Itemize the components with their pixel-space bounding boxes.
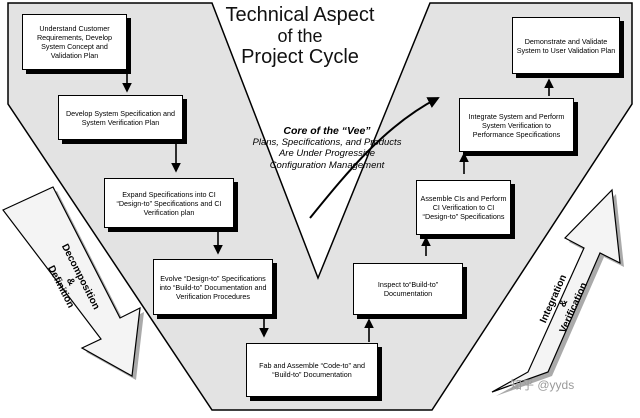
title-line-3: Project Cycle bbox=[241, 46, 359, 68]
integration-label-2: & bbox=[557, 298, 570, 309]
process-box-evolve-specifications: Evolve “Design-to” Specifications into “… bbox=[153, 259, 273, 315]
core-body: Plans, Specifications, and Products Are … bbox=[252, 137, 402, 171]
process-box-expand-specifications: Expand Specifications into CI “Design-to… bbox=[104, 178, 234, 228]
decomposition-label-2: & bbox=[64, 276, 77, 287]
title-line-2: of the bbox=[277, 26, 323, 46]
core-of-vee: Core of the “Vee” Plans, Specifications,… bbox=[252, 125, 402, 171]
core-title: Core of the “Vee” bbox=[283, 125, 371, 137]
process-box-fab-assemble: Fab and Assemble “Code-to” and “Build-to… bbox=[246, 343, 378, 397]
watermark: 知乎 @yyds bbox=[510, 378, 575, 392]
process-box-understand-requirements: Understand Customer Requirements, Develo… bbox=[22, 14, 127, 70]
process-box-integrate-system: Integrate System and Perform System Veri… bbox=[459, 98, 574, 152]
decomposition-arrow: Decomposition & Definition bbox=[2, 186, 144, 380]
process-box-demonstrate-validate: Demonstrate and Validate System to User … bbox=[512, 17, 620, 74]
process-box-inspect: Inspect to“Build-to” Documentation bbox=[353, 263, 463, 315]
process-box-assemble-cis: Assemble CIs and Perform CI Verification… bbox=[416, 180, 511, 235]
title-line-1: Technical Aspect bbox=[225, 4, 375, 26]
core-arrow bbox=[309, 97, 440, 219]
process-box-develop-specification: Develop System Specification and System … bbox=[58, 95, 183, 140]
